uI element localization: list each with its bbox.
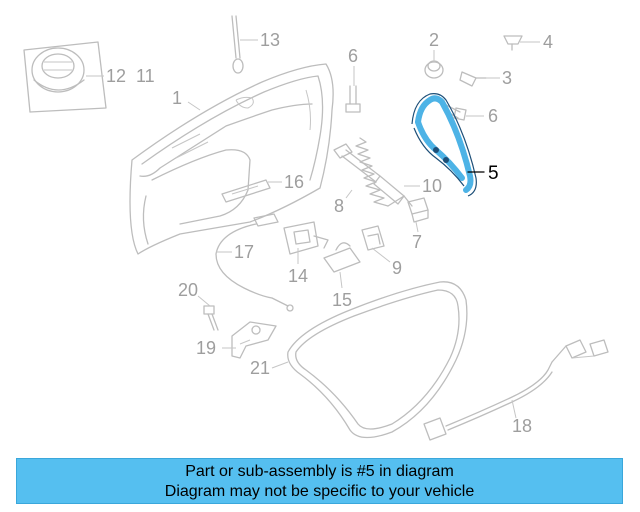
callout-11: 11 bbox=[136, 66, 155, 86]
part-19-bracket bbox=[231, 321, 277, 359]
callout-3: 3 bbox=[502, 68, 512, 88]
callout-17: 17 bbox=[234, 242, 254, 262]
callout-8: 8 bbox=[334, 196, 344, 216]
part-12-emblem bbox=[23, 41, 107, 113]
part-9-bracket bbox=[361, 225, 385, 251]
part-8-strut bbox=[333, 143, 413, 207]
part-14-latch bbox=[283, 221, 329, 255]
callout-16: 16 bbox=[284, 172, 304, 192]
part-5-hinge-highlighted bbox=[411, 93, 477, 197]
callout-18: 18 bbox=[512, 416, 532, 436]
part-6-bolt-upper bbox=[345, 85, 361, 113]
part-2-bushing bbox=[424, 60, 444, 79]
part-21-seal bbox=[287, 281, 468, 439]
parts-diagram: 1 2 3 4 5 6 6 7 8 9 10 11 12 13 14 15 16… bbox=[23, 15, 609, 441]
info-banner: Part or sub-assembly is #5 in diagram Di… bbox=[16, 458, 623, 504]
callout-15: 15 bbox=[332, 290, 352, 310]
leader-lines bbox=[86, 39, 540, 419]
callout-6-right: 6 bbox=[488, 106, 498, 126]
callout-4: 4 bbox=[543, 32, 553, 52]
part-3-bolt bbox=[459, 71, 487, 87]
part-7-stop bbox=[407, 197, 429, 223]
callout-10: 10 bbox=[422, 176, 442, 196]
callout-1: 1 bbox=[172, 88, 182, 108]
banner-line-1: Part or sub-assembly is #5 in diagram bbox=[185, 463, 454, 480]
callout-9: 9 bbox=[392, 258, 402, 278]
part-17-cable bbox=[215, 213, 294, 312]
part-15-striker bbox=[323, 242, 361, 273]
part-16-bracket bbox=[221, 179, 271, 203]
callout-6-upper: 6 bbox=[348, 46, 358, 66]
callout-5-highlighted: 5 bbox=[488, 163, 499, 184]
callout-12: 12 bbox=[106, 66, 126, 86]
banner-line-2: Diagram may not be specific to your vehi… bbox=[164, 483, 475, 500]
callout-2: 2 bbox=[429, 30, 439, 50]
callout-14: 14 bbox=[288, 266, 308, 286]
callout-19: 19 bbox=[196, 338, 216, 358]
callout-20: 20 bbox=[178, 280, 198, 300]
callout-7: 7 bbox=[412, 232, 422, 252]
part-20-bolt bbox=[203, 305, 219, 331]
part-10-spring bbox=[355, 137, 405, 207]
part-13-rod bbox=[231, 15, 244, 74]
part-4-clip bbox=[503, 35, 523, 51]
callout-13: 13 bbox=[260, 30, 280, 50]
callout-21: 21 bbox=[250, 358, 270, 378]
part-1-trunk-lid bbox=[129, 63, 334, 255]
